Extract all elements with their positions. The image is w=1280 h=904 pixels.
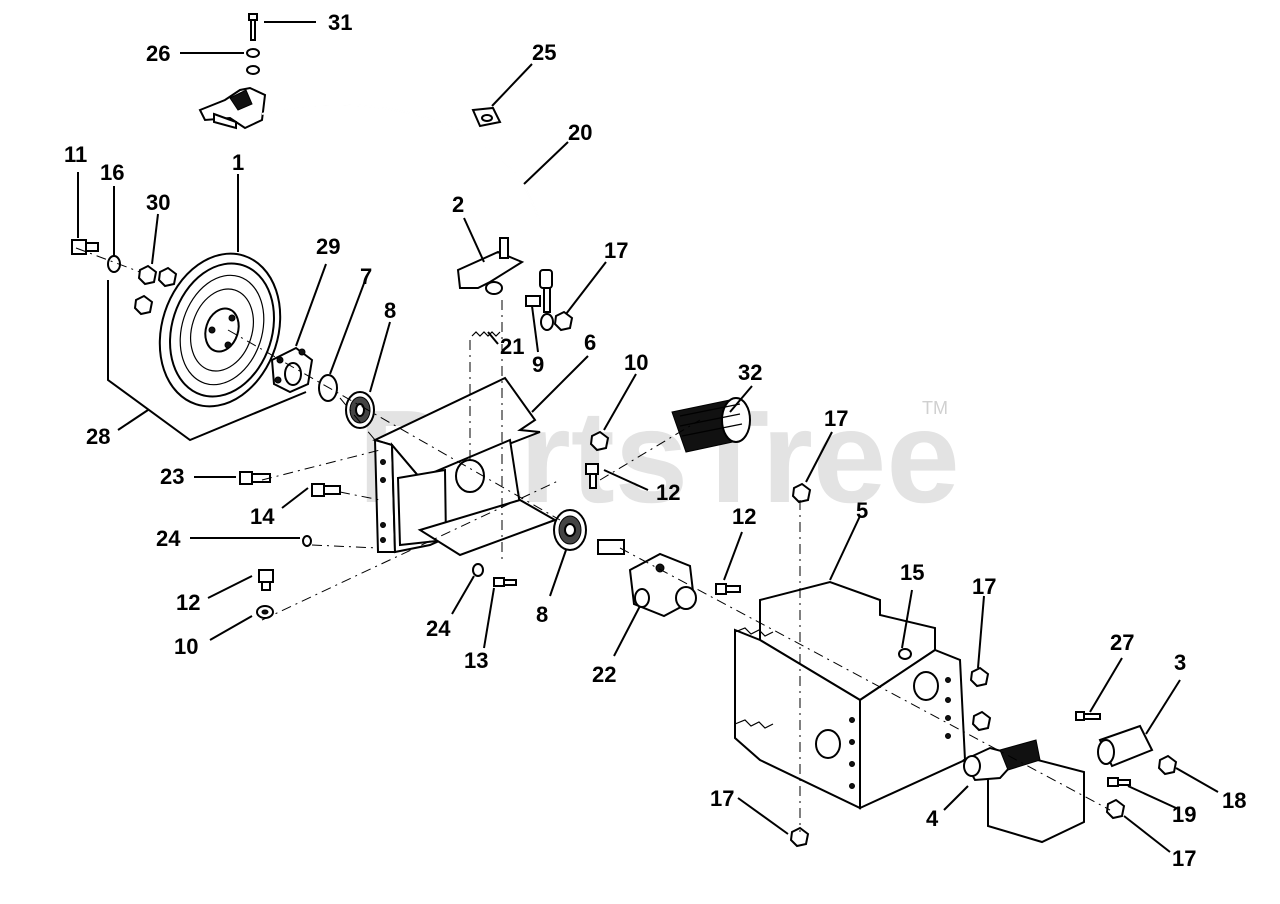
callout-2: 2 [452, 192, 464, 217]
watermark-trademark: TM [922, 398, 948, 418]
part-23-bolt [239, 471, 271, 485]
part-14-bolt [311, 483, 341, 497]
part-12-bolt-a [585, 463, 599, 489]
part-5-frame [734, 580, 967, 810]
callout-1: 1 [232, 150, 244, 175]
part-18-nut [1157, 754, 1178, 776]
assembly-lines [75, 247, 1111, 832]
callout-17-d: 17 [1172, 846, 1196, 871]
callout-17-b: 17 [824, 406, 848, 431]
part-17-nut-e [1105, 798, 1126, 820]
part-12-bolt-b [258, 569, 274, 591]
callout-21: 21 [500, 334, 524, 359]
callout-18: 18 [1222, 788, 1246, 813]
part-17-nut-c [969, 666, 990, 688]
part-9-pin [525, 295, 541, 307]
part-21-spring [471, 331, 501, 337]
callout-22: 22 [592, 662, 616, 687]
callout-8-a: 8 [384, 298, 396, 323]
leader-lines [77, 21, 1219, 853]
callout-12-b: 12 [732, 504, 756, 529]
callout-7: 7 [360, 264, 372, 289]
part-10-nut-a [589, 430, 610, 452]
callout-10-a: 10 [624, 350, 648, 375]
part-control-lever [198, 86, 267, 130]
callout-13: 13 [464, 648, 488, 673]
callout-28: 28 [86, 424, 110, 449]
part-17-nut-a [553, 310, 574, 332]
callout-26: 26 [146, 41, 170, 66]
callout-6: 6 [584, 330, 596, 355]
part-6-mounting-plate [372, 376, 558, 557]
part-26-washer [246, 48, 260, 75]
part-30-nuts [133, 264, 178, 316]
part-27-screw [1075, 711, 1101, 721]
callout-17-c: 17 [972, 574, 996, 599]
part-31-screw [248, 13, 258, 41]
part-22-gearbox [597, 539, 697, 618]
callout-25: 25 [532, 40, 556, 65]
part-17-nut-b [791, 482, 812, 504]
callout-5: 5 [856, 498, 868, 523]
part-1-pulley [158, 252, 282, 408]
callout-17-e: 17 [710, 786, 734, 811]
part-25-clip [471, 106, 502, 128]
callout-24-b: 24 [426, 616, 451, 641]
callout-4: 4 [926, 806, 939, 831]
part-13-bolt [493, 577, 517, 587]
part-24-washer-b [472, 563, 484, 577]
callout-17-a: 17 [604, 238, 628, 263]
callout-30: 30 [146, 190, 170, 215]
part-10-nut-b [256, 605, 274, 619]
callout-12-a: 12 [656, 480, 680, 505]
callout-11: 11 [64, 142, 87, 167]
part-8-bearing-lower [553, 509, 587, 551]
callout-23: 23 [160, 464, 184, 489]
callout-24-a: 24 [156, 526, 181, 551]
part-7-spacer [318, 374, 338, 402]
part-20-cable [261, 103, 554, 331]
callout-29: 29 [316, 234, 340, 259]
part-3-cap [1097, 724, 1154, 768]
part-2-bracket [456, 237, 525, 295]
callout-27: 27 [1110, 630, 1134, 655]
callout-31: 31 [328, 10, 352, 35]
callout-12-c: 12 [176, 590, 200, 615]
part-15-pin [898, 648, 912, 660]
callout-9: 9 [532, 352, 544, 377]
callout-19: 19 [1172, 802, 1196, 827]
part-17-nut-f [789, 826, 810, 848]
part-29-hub [270, 346, 314, 394]
part-4-motor [962, 739, 1085, 844]
callout-20: 20 [568, 120, 592, 145]
callout-16: 16 [100, 160, 124, 185]
callout-32: 32 [738, 360, 762, 385]
part-17-nut-d [971, 710, 992, 732]
part-19-screw [1107, 777, 1131, 787]
part-12-bolt-c [715, 583, 741, 595]
callout-3: 3 [1174, 650, 1186, 675]
part-24-washer-a [302, 535, 312, 547]
callout-10-b: 10 [174, 634, 198, 659]
callout-15: 15 [900, 560, 924, 585]
part-32-grip [671, 397, 751, 453]
callout-14: 14 [250, 504, 275, 529]
callout-8-b: 8 [536, 602, 548, 627]
